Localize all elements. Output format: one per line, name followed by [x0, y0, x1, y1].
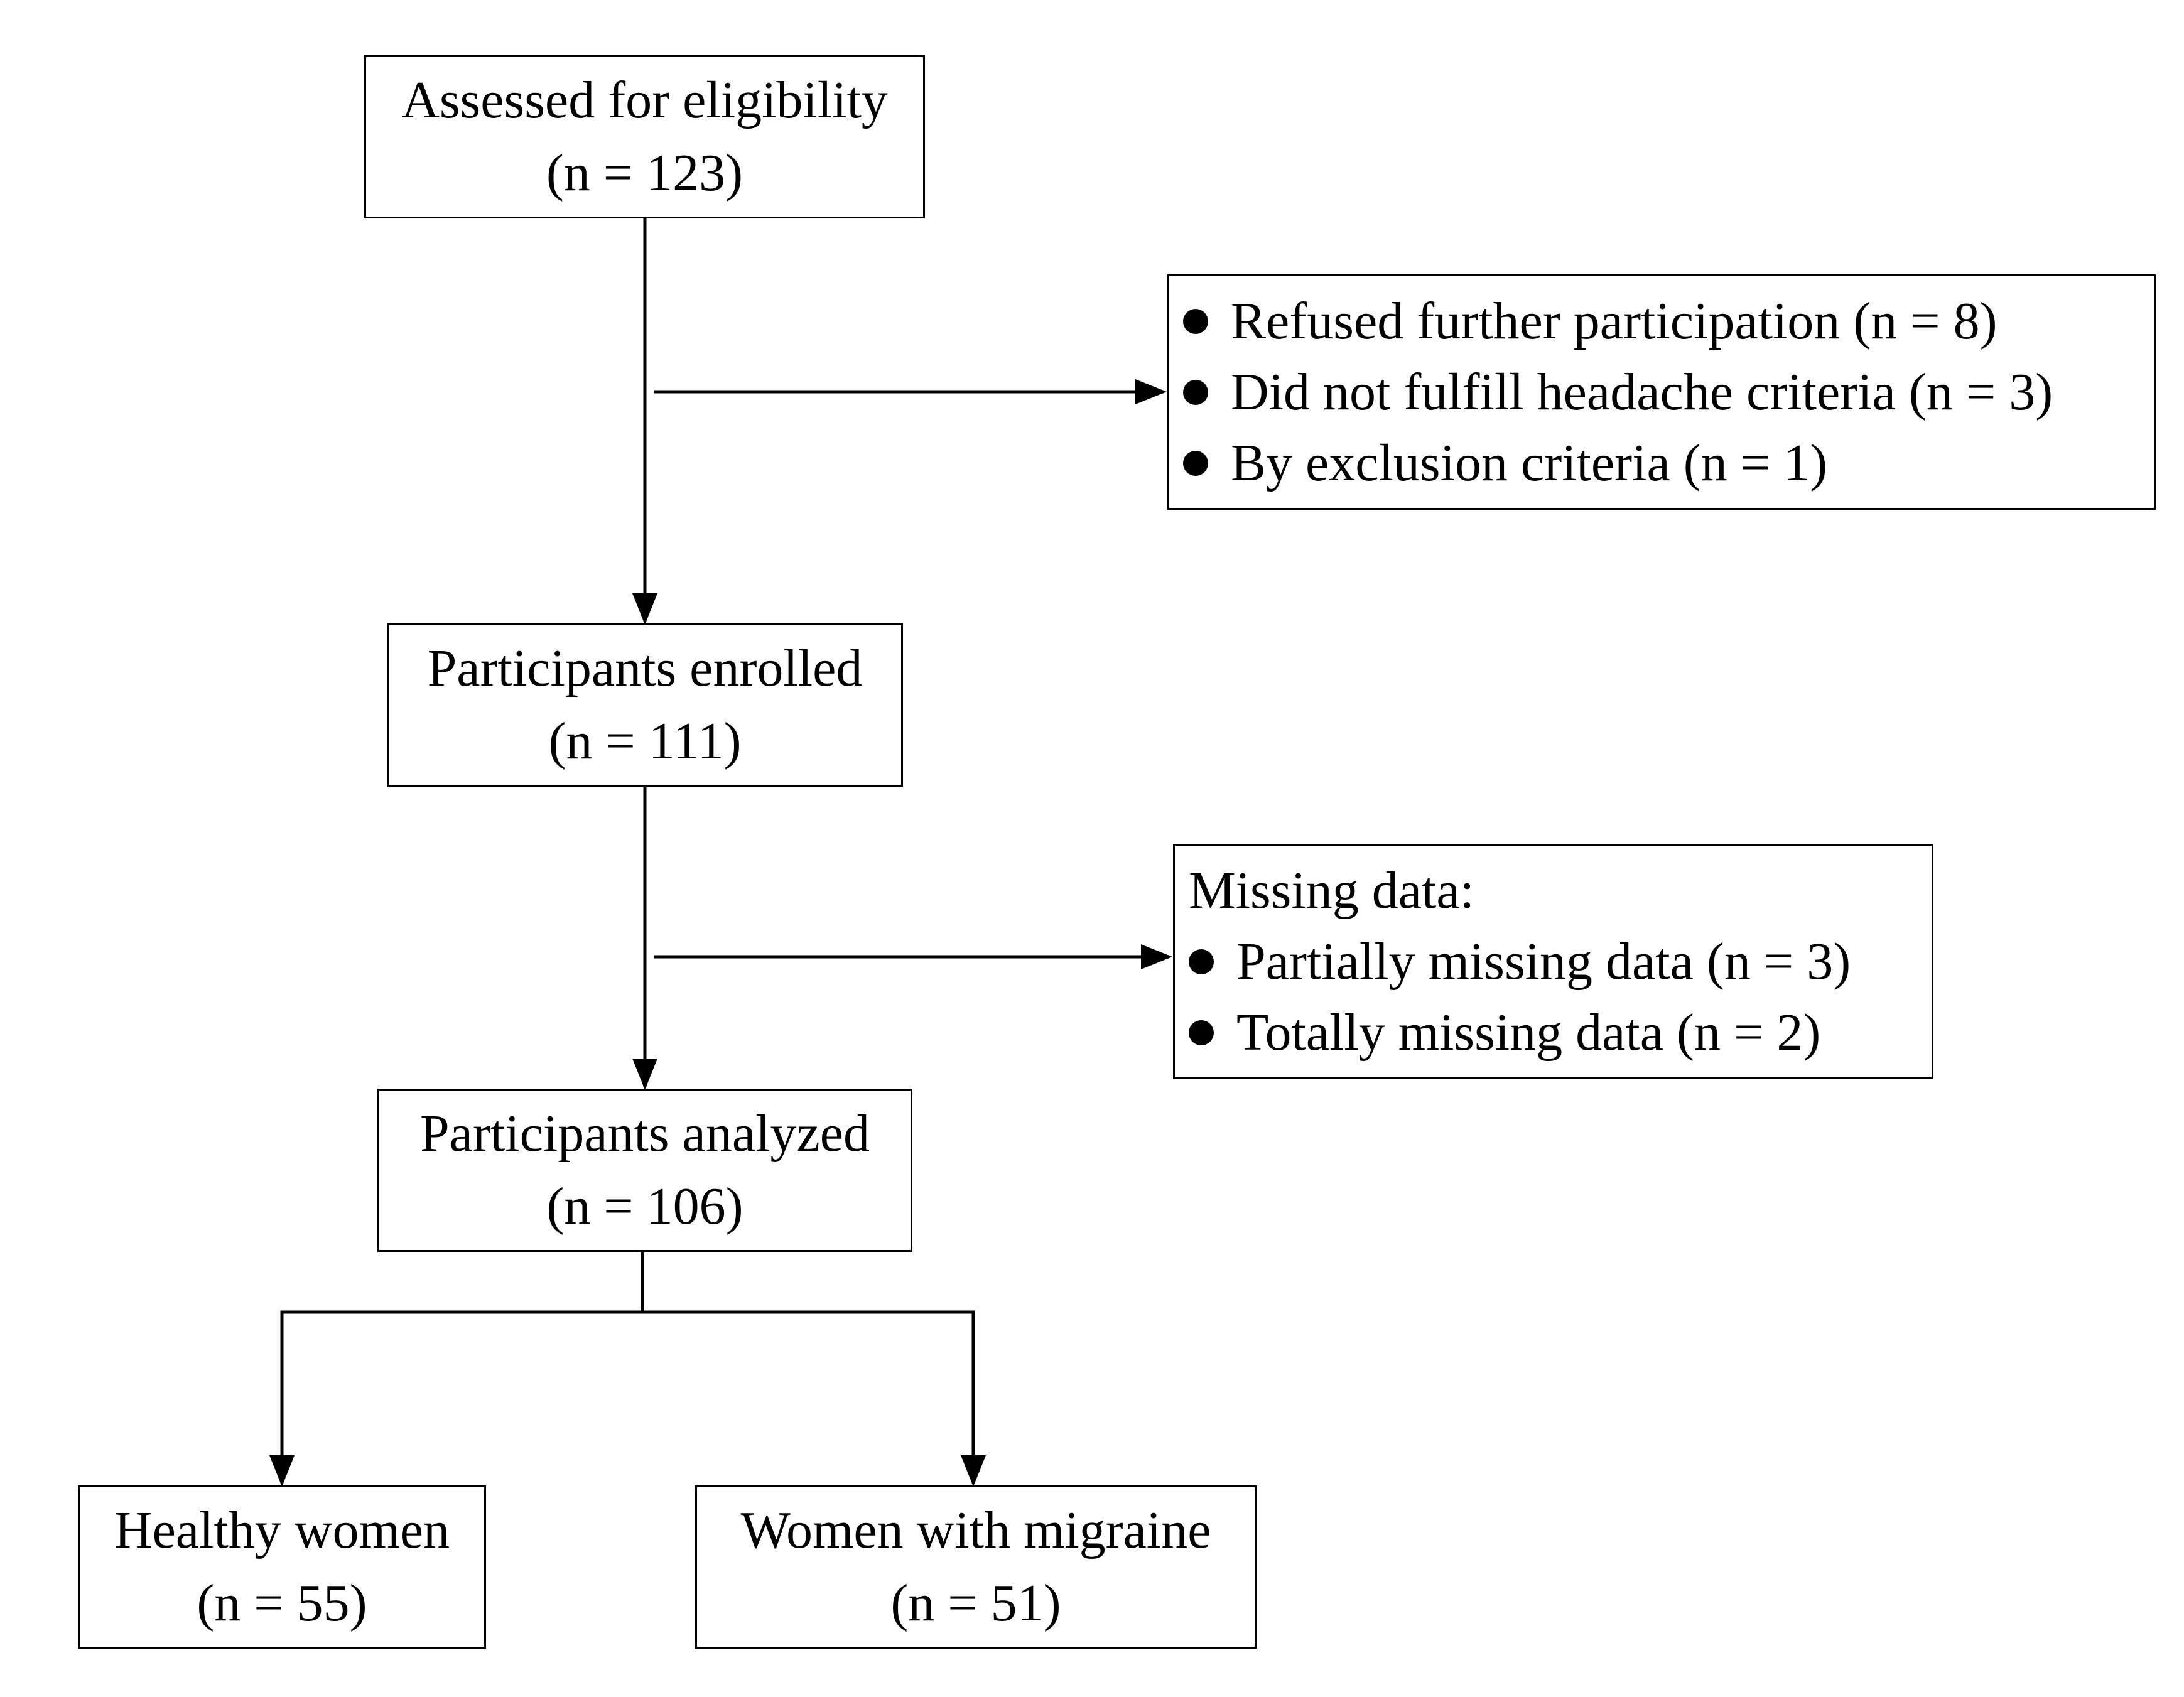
- split-branch-line: [280, 1310, 975, 1484]
- healthy-women-count: (n = 55): [197, 1574, 367, 1632]
- missing-data-item: Totally missing data (n = 2): [1189, 997, 1932, 1068]
- bullet-icon: [1183, 379, 1208, 405]
- excluded-box: Refused further participation (n = 8) Di…: [1167, 274, 2156, 510]
- assessed-box: Assessed for eligibility (n = 123): [364, 55, 925, 218]
- excluded-item-text: Did not fulfill headache criteria (n = 3…: [1231, 363, 2053, 421]
- healthy-women-title: Healthy women: [114, 1501, 450, 1560]
- missing-data-box: Missing data: Partially missing data (n …: [1173, 844, 1933, 1079]
- missing-data-item-text: Partially missing data (n = 3): [1236, 932, 1851, 991]
- healthy-women-box: Healthy women (n = 55): [78, 1485, 486, 1649]
- analyzed-box: Participants analyzed (n = 106): [377, 1089, 912, 1252]
- excluded-item: Did not fulfill headache criteria (n = 3…: [1183, 357, 2154, 428]
- excluded-item-text: Refused further participation (n = 8): [1231, 292, 1997, 350]
- women-with-migraine-count: (n = 51): [890, 1574, 1061, 1632]
- bullet-icon: [1183, 450, 1208, 476]
- assessed-count: (n = 123): [546, 144, 743, 202]
- bullet-icon: [1189, 949, 1214, 974]
- analyzed-title: Participants analyzed: [419, 1104, 870, 1163]
- excluded-item-text: By exclusion criteria (n = 1): [1231, 434, 1828, 492]
- enrolled-title: Participants enrolled: [427, 639, 863, 698]
- women-with-migraine-box: Women with migraine (n = 51): [695, 1485, 1257, 1649]
- assessed-title: Assessed for eligibility: [401, 71, 888, 129]
- bullet-icon: [1189, 1020, 1214, 1045]
- analyzed-count: (n = 106): [546, 1177, 743, 1236]
- women-with-migraine-title: Women with migraine: [740, 1501, 1211, 1560]
- missing-data-item-text: Totally missing data (n = 2): [1236, 1003, 1821, 1062]
- missing-data-item: Partially missing data (n = 3): [1189, 926, 1932, 997]
- excluded-item: Refused further participation (n = 8): [1183, 286, 2154, 357]
- bullet-icon: [1183, 308, 1208, 334]
- missing-data-heading: Missing data:: [1189, 861, 1474, 920]
- enrolled-box: Participants enrolled (n = 111): [387, 623, 903, 787]
- excluded-item: By exclusion criteria (n = 1): [1183, 428, 2154, 498]
- enrolled-count: (n = 111): [548, 712, 742, 770]
